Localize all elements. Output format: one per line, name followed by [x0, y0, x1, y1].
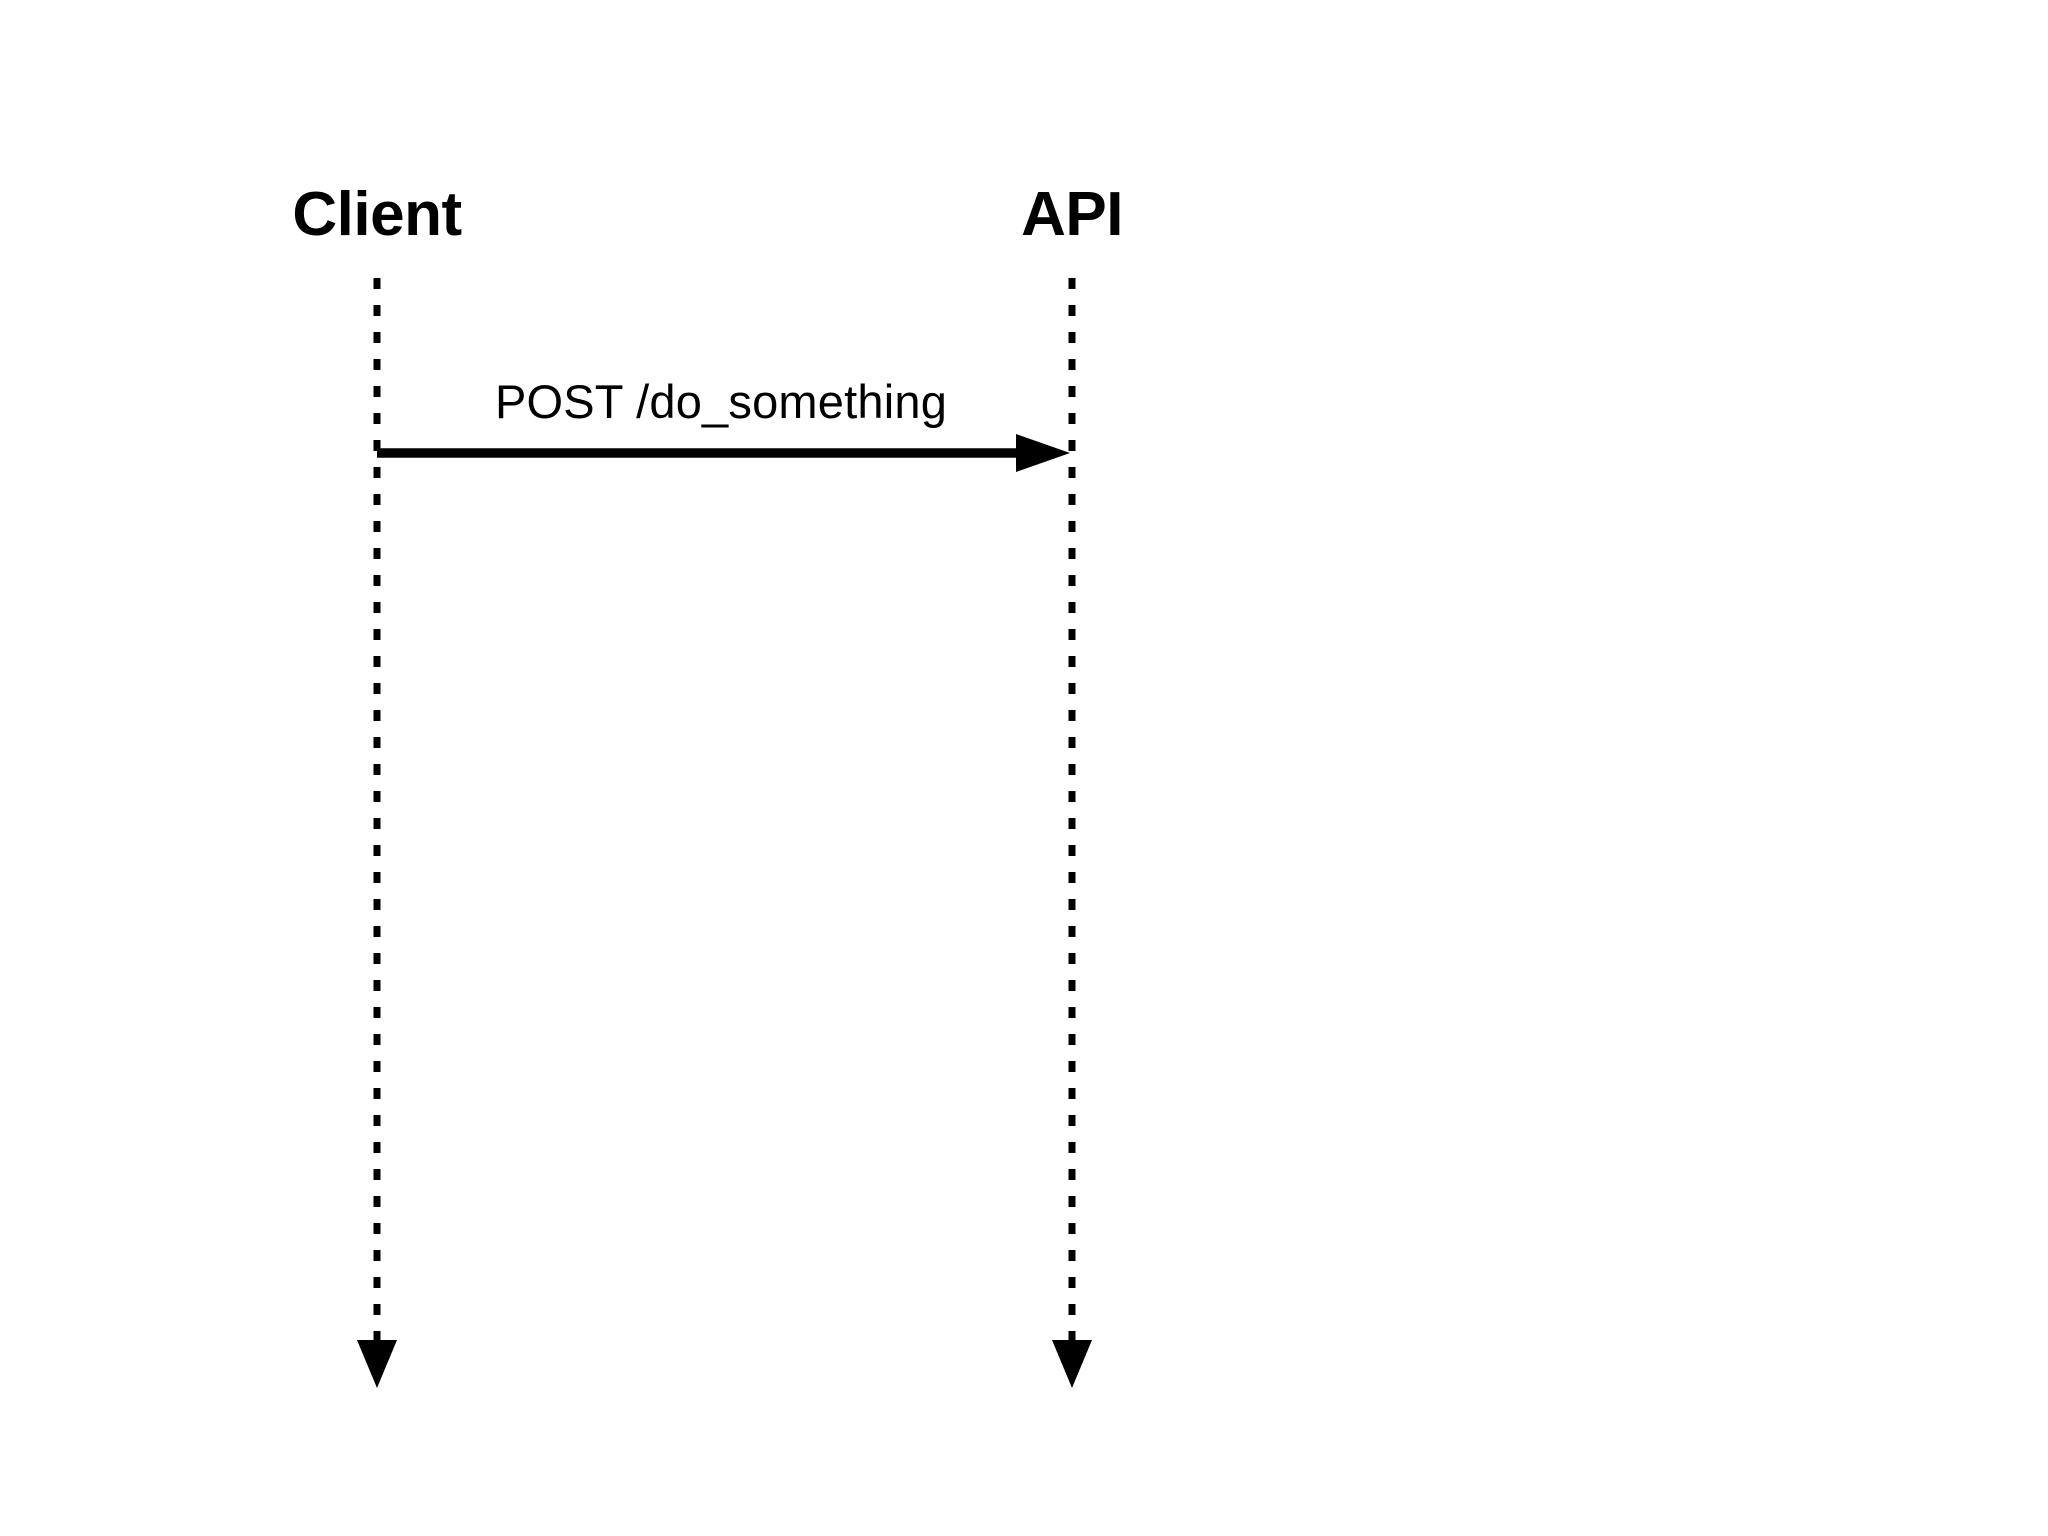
- message-label-1: POST /do_something: [495, 375, 947, 428]
- participant-client[interactable]: Client: [292, 180, 462, 1388]
- message-arrowhead-1: [1016, 434, 1070, 472]
- message-post-do-something[interactable]: POST /do_something: [377, 375, 1070, 472]
- participant-label-api: API: [1021, 180, 1123, 249]
- participant-label-client: Client: [292, 180, 461, 249]
- participant-api[interactable]: API: [1021, 180, 1123, 1388]
- lifeline-end-arrowhead-api: [1052, 1340, 1092, 1388]
- lifeline-end-arrowhead-client: [357, 1340, 397, 1388]
